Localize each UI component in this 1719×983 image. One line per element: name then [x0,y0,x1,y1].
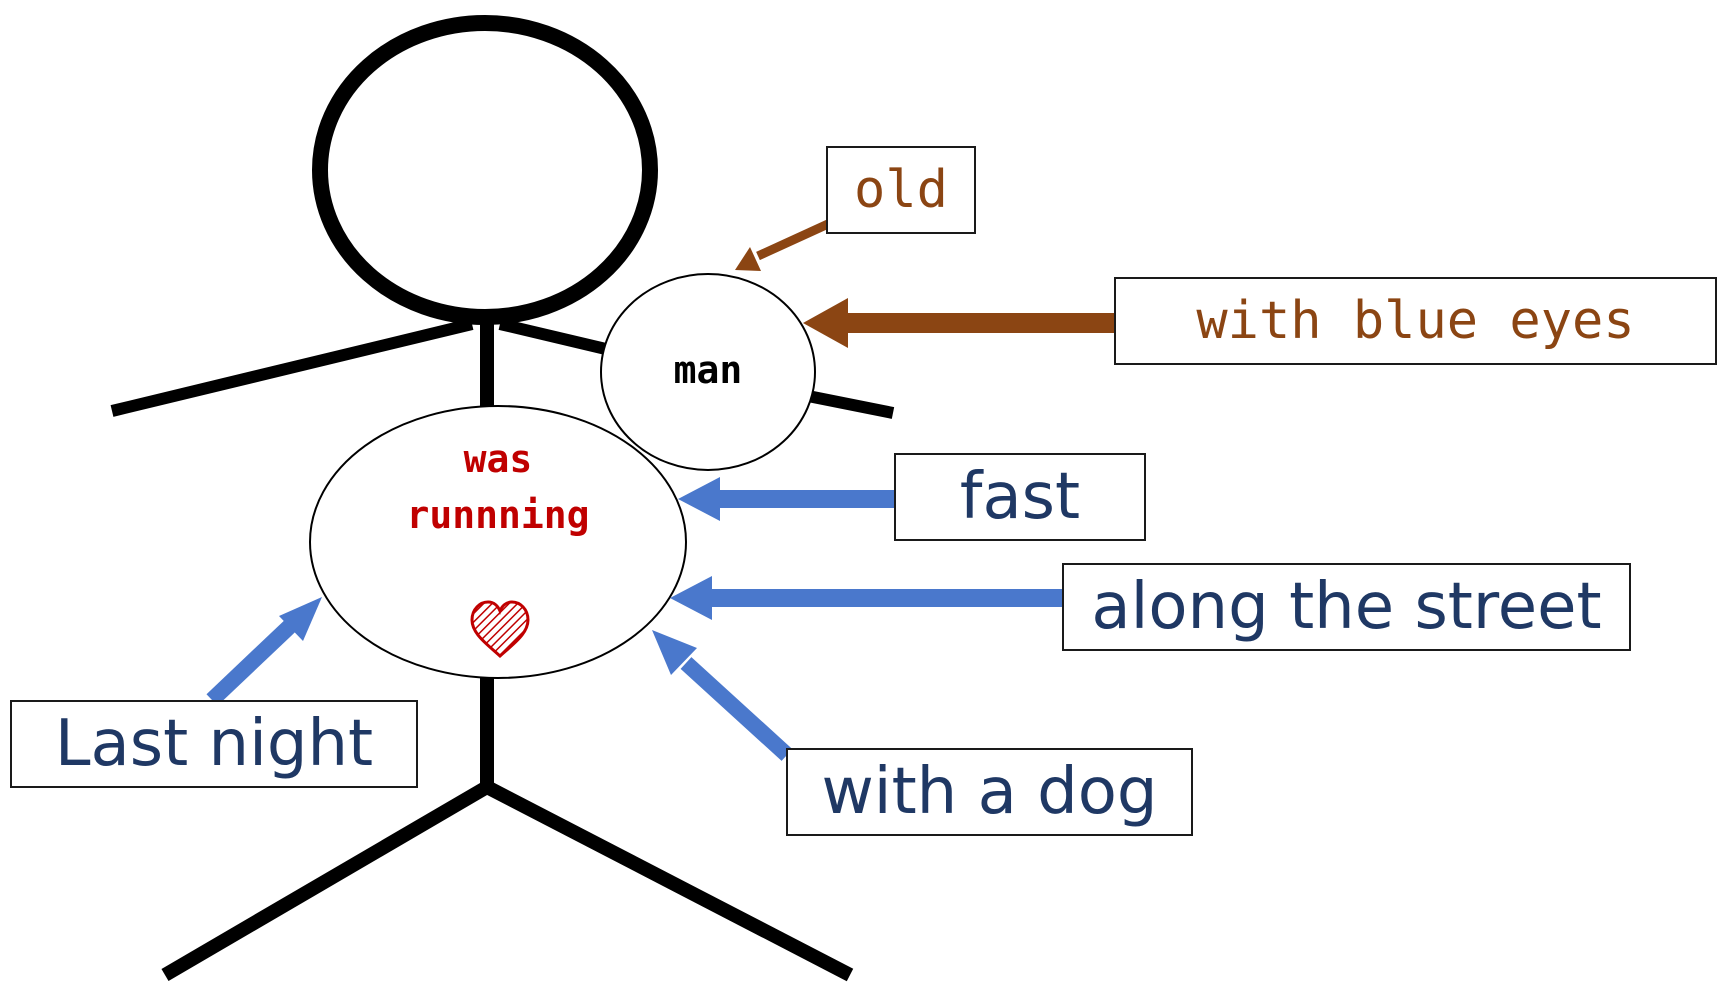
arrow-blue-eyes-to-man [803,298,1114,348]
adverb-label-along-street: along the street [1091,570,1602,644]
stick-figure-left-arm [110,318,474,417]
arrow-with-dog-to-verb [652,630,793,761]
adjective-label-old: old [854,160,948,220]
adverb-label-last-night: Last night [54,707,374,781]
noun-label: man [673,348,743,392]
verb-circle [309,405,687,679]
adverb-label-fast: fast [959,460,1081,534]
adverb-box-along-street: along the street [1062,563,1631,651]
stick-figure-right-arm-lower [806,390,895,419]
heart-icon [470,600,530,659]
adverb-box-with-dog: with a dog [786,748,1193,836]
arrow-fast-to-verb [678,477,894,521]
stick-figure-left-leg [161,780,491,982]
stick-figure-head [312,15,658,325]
stick-figure-right-arm-upper [498,318,612,356]
arrow-old-to-man [735,219,830,271]
noun-circle [600,273,816,471]
adverb-label-with-dog: with a dog [821,755,1158,829]
adjective-box-blue-eyes: with blue eyes [1114,277,1717,365]
arrow-last-night-to-verb [206,597,322,706]
adverb-box-last-night: Last night [10,700,418,788]
verb-label-line2: runnning [406,493,590,537]
stick-figure-right-leg [483,780,854,982]
adverb-box-fast: fast [894,453,1146,541]
arrow-along-street-to-verb [670,576,1062,620]
verb-label-line1: was [463,437,533,481]
adjective-label-blue-eyes: with blue eyes [1196,291,1635,351]
adjective-box-old: old [826,146,976,234]
